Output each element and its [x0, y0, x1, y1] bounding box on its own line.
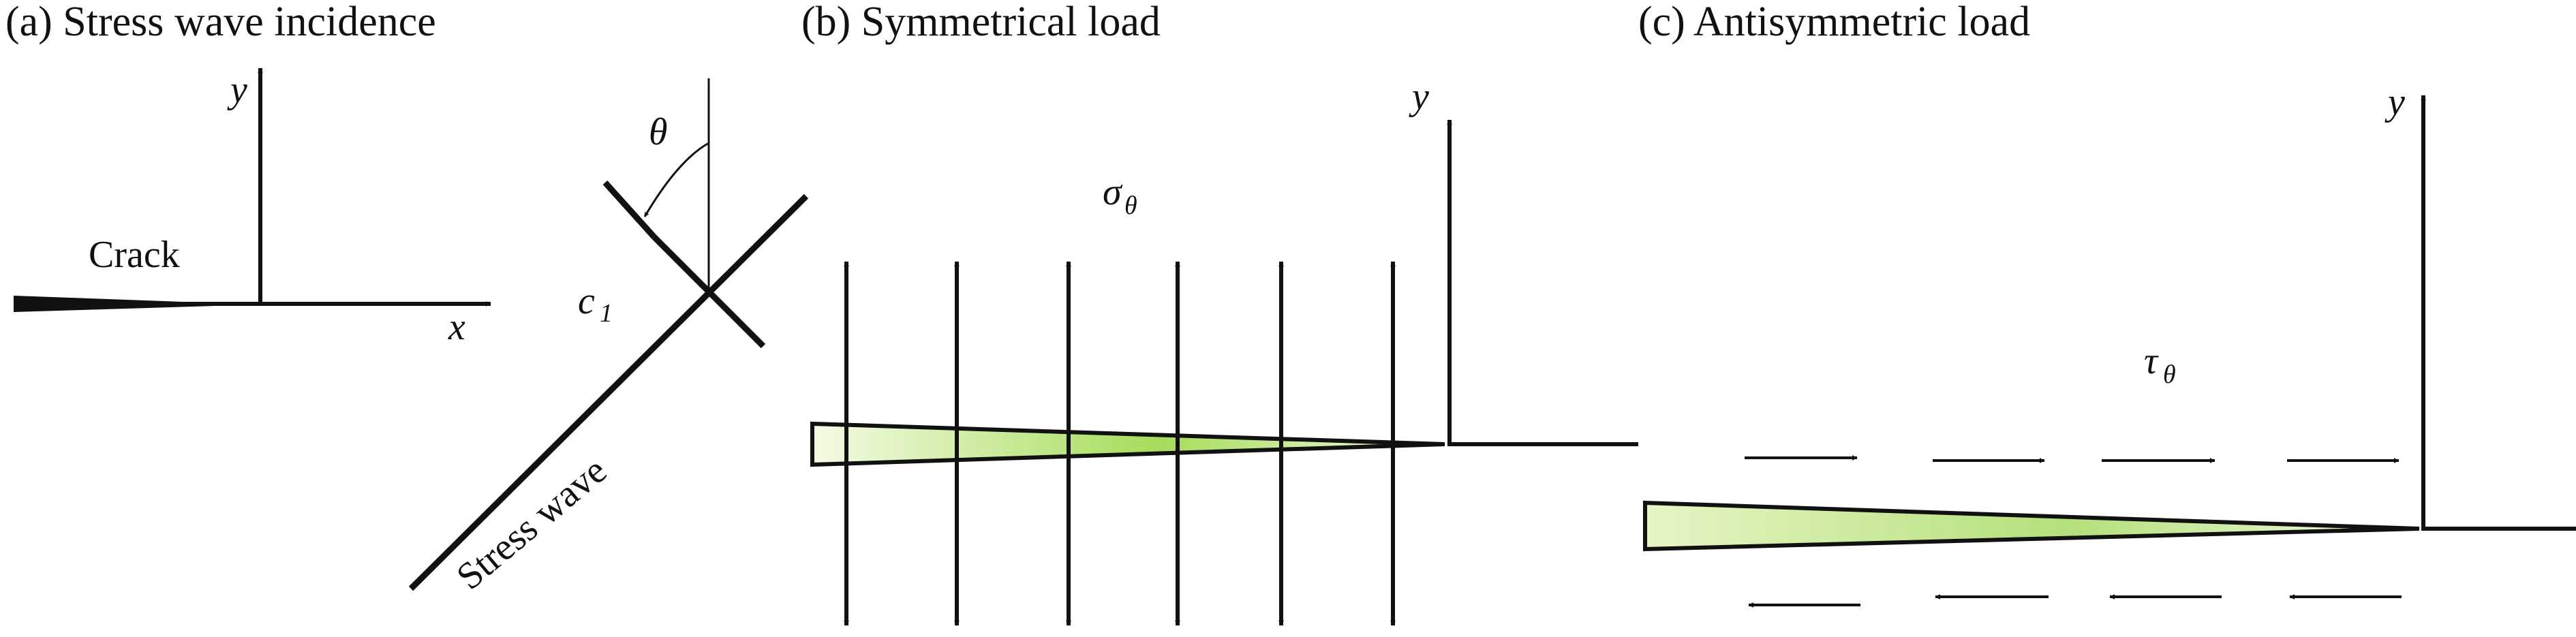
panel-b-title: (b) Symmetrical load — [801, 0, 1161, 45]
panel-b-y-label: y — [1409, 76, 1429, 118]
sigma-symbol: σ — [1103, 171, 1123, 213]
sigma-label: σ θ — [1103, 171, 1137, 220]
angle-arc — [643, 142, 709, 217]
wave-speed-label: c 1 — [578, 280, 613, 328]
panel-a: (a) Stress wave incidence Crack x y θ c … — [5, 0, 809, 598]
panel-a-x-label: x — [448, 306, 465, 348]
wave-speed-symbol: c — [578, 280, 595, 322]
panel-c-y-label: y — [2385, 81, 2405, 123]
wave-speed-subscript: 1 — [600, 299, 613, 328]
tau-subscript: θ — [2163, 360, 2176, 389]
panel-c-crack — [1643, 500, 2420, 552]
wave-direction-line — [651, 234, 766, 349]
sigma-subscript: θ — [1124, 191, 1137, 220]
wavefront-line — [408, 193, 809, 591]
panel-c: (c) Antisymmetric load y τ θ — [1638, 0, 2576, 608]
panel-a-title: (a) Stress wave incidence — [5, 0, 436, 45]
tau-symbol: τ — [2144, 340, 2159, 382]
panel-b: (b) Symmetrical load y σ θ — [801, 0, 1638, 626]
tau-label: τ θ — [2144, 340, 2176, 389]
angle-theta-label: θ — [649, 111, 668, 153]
panel-b-crack — [810, 421, 1445, 467]
wave-direction-arrow — [602, 180, 657, 240]
panel-a-y-label: y — [227, 69, 247, 111]
panel-c-title: (c) Antisymmetric load — [1638, 0, 2030, 45]
crack-label: Crack — [89, 234, 180, 276]
